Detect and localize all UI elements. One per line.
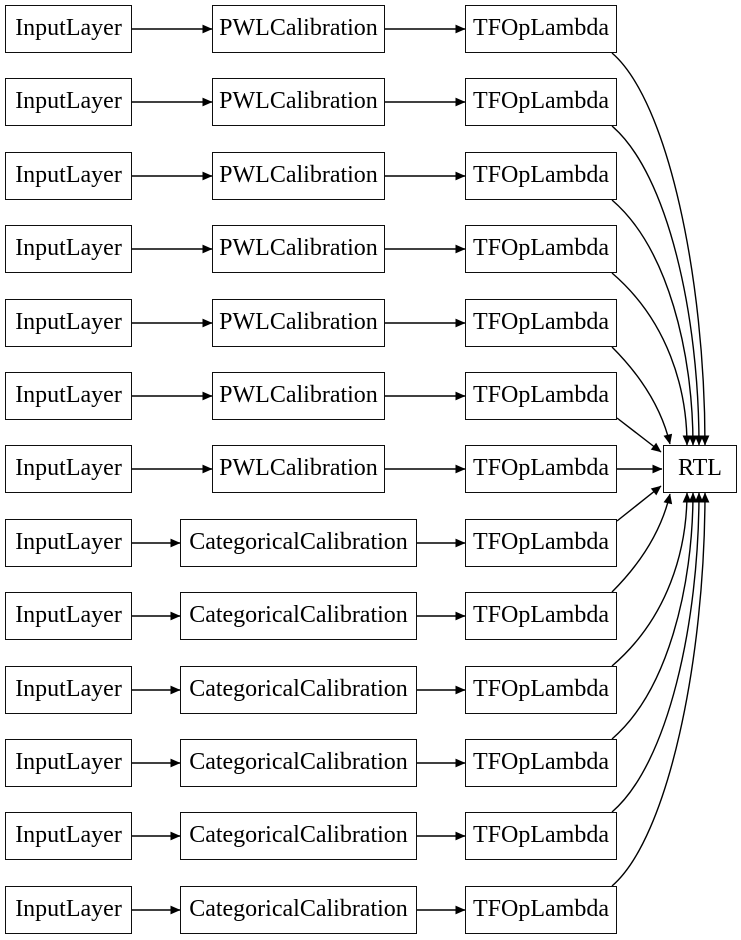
edge-lambda-rtl-4 [611, 346, 673, 445]
node-input-layer-6: InputLayer [5, 445, 132, 493]
node-tfop-lambda-7: TFOpLambda [465, 519, 617, 567]
node-pwl-calibration-1: PWLCalibration [212, 78, 385, 126]
node-pwl-calibration-5: PWLCalibration [212, 372, 385, 420]
edge-lambda-rtl-7 [616, 485, 662, 522]
node-categorical-calibration-11: CategoricalCalibration [180, 812, 417, 860]
edge-lambda-rtl-5 [616, 417, 662, 453]
edge-lambda-rtl-8 [611, 493, 673, 593]
node-input-layer-11: InputLayer [5, 812, 132, 860]
edge-lambda-rtl-11 [611, 492, 704, 813]
node-categorical-calibration-7: CategoricalCalibration [180, 519, 417, 567]
node-categorical-calibration-9: CategoricalCalibration [180, 666, 417, 714]
node-tfop-lambda-2: TFOpLambda [465, 152, 617, 200]
node-input-layer-2: InputLayer [5, 152, 132, 200]
node-tfop-lambda-10: TFOpLambda [465, 739, 617, 787]
node-tfop-lambda-6: TFOpLambda [465, 445, 617, 493]
node-pwl-calibration-2: PWLCalibration [212, 152, 385, 200]
node-input-layer-12: InputLayer [5, 886, 132, 934]
node-tfop-lambda-1: TFOpLambda [465, 78, 617, 126]
node-pwl-calibration-6: PWLCalibration [212, 445, 385, 493]
node-categorical-calibration-8: CategoricalCalibration [180, 592, 417, 640]
node-input-layer-10: InputLayer [5, 739, 132, 787]
node-pwl-calibration-4: PWLCalibration [212, 299, 385, 347]
edge-lambda-rtl-2 [611, 199, 698, 446]
node-input-layer-7: InputLayer [5, 519, 132, 567]
node-tfop-lambda-5: TFOpLambda [465, 372, 617, 420]
node-categorical-calibration-12: CategoricalCalibration [180, 886, 417, 934]
node-tfop-lambda-4: TFOpLambda [465, 299, 617, 347]
node-categorical-calibration-10: CategoricalCalibration [180, 739, 417, 787]
edge-lambda-rtl-0 [611, 52, 710, 446]
node-input-layer-5: InputLayer [5, 372, 132, 420]
edge-lambda-rtl-9 [611, 492, 692, 667]
node-tfop-lambda-0: TFOpLambda [465, 5, 617, 53]
node-tfop-lambda-12: TFOpLambda [465, 886, 617, 934]
node-tfop-lambda-9: TFOpLambda [465, 666, 617, 714]
node-input-layer-3: InputLayer [5, 225, 132, 273]
node-input-layer-9: InputLayer [5, 666, 132, 714]
node-tfop-lambda-3: TFOpLambda [465, 225, 617, 273]
edge-lambda-rtl-12 [611, 492, 710, 887]
node-rtl: RTL [663, 445, 737, 493]
node-input-layer-1: InputLayer [5, 78, 132, 126]
edge-lambda-rtl-10 [611, 492, 698, 740]
edge-lambda-rtl-1 [611, 125, 704, 446]
node-input-layer-0: InputLayer [5, 5, 132, 53]
node-pwl-calibration-0: PWLCalibration [212, 5, 385, 53]
node-input-layer-4: InputLayer [5, 299, 132, 347]
edge-lambda-rtl-3 [611, 272, 692, 446]
node-pwl-calibration-3: PWLCalibration [212, 225, 385, 273]
node-tfop-lambda-8: TFOpLambda [465, 592, 617, 640]
node-tfop-lambda-11: TFOpLambda [465, 812, 617, 860]
node-input-layer-8: InputLayer [5, 592, 132, 640]
